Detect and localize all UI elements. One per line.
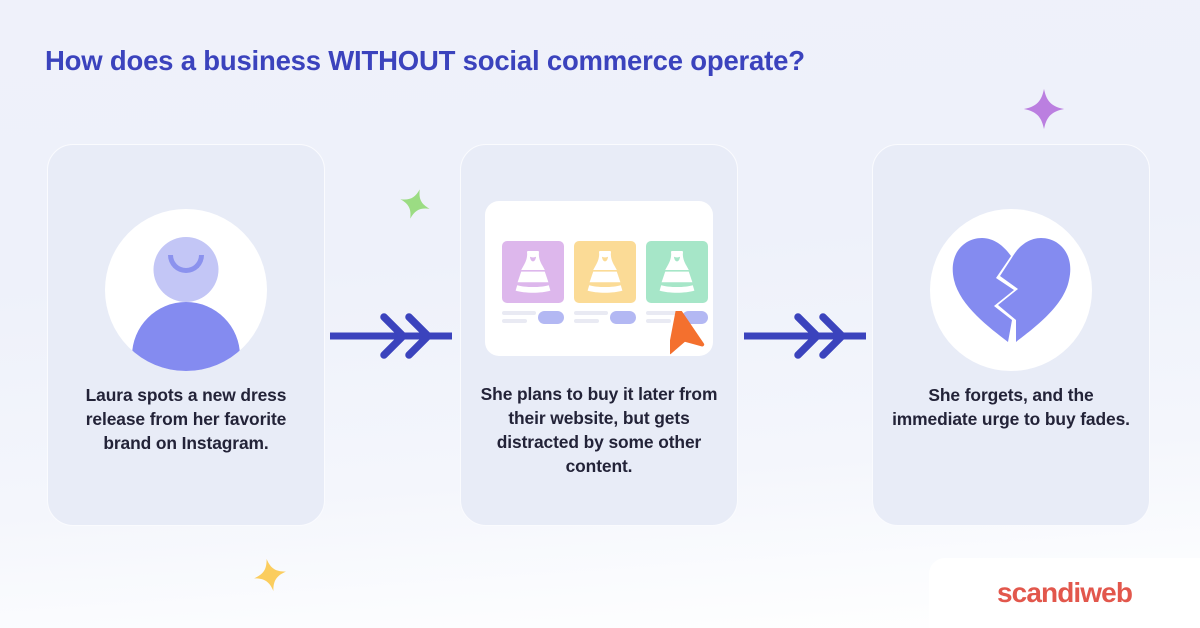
step-card-1: Laura spots a new dress release from her… <box>47 144 325 526</box>
product-buy-button[interactable] <box>538 311 564 324</box>
dress-icon <box>659 251 695 293</box>
step-caption: She plans to buy it later from their web… <box>480 384 718 477</box>
step-card-2: She plans to buy it later from their web… <box>460 144 738 526</box>
sparkle-icon <box>253 558 287 592</box>
product-item <box>646 241 708 324</box>
avatar-smile <box>168 255 204 273</box>
product-item <box>502 241 564 324</box>
user-avatar-icon <box>105 209 267 371</box>
product-thumbnail <box>574 241 636 303</box>
website-product-grid-icon <box>485 201 713 356</box>
step-caption: She forgets, and the immediate urge to b… <box>892 385 1130 430</box>
product-title-placeholder <box>502 311 536 315</box>
product-title-placeholder <box>574 311 608 315</box>
step-caption: Laura spots a new dress release from her… <box>85 385 287 454</box>
product-item <box>574 241 636 324</box>
sparkle-icon <box>1023 88 1065 130</box>
scandiweb-logo: scandiweb <box>996 577 1133 608</box>
product-thumbnail <box>646 241 708 303</box>
page-title: How does a business WITHOUT social comme… <box>45 45 805 76</box>
double-chevron-right-arrow-icon <box>744 313 866 359</box>
product-subtitle-placeholder <box>646 319 671 323</box>
product-tiles <box>502 241 708 324</box>
double-chevron-right-arrow-icon <box>330 313 452 359</box>
product-meta <box>646 310 708 324</box>
product-buy-button[interactable] <box>610 311 636 324</box>
product-subtitle-placeholder <box>502 319 527 323</box>
brand-logo-panel: scandiweb <box>929 558 1200 628</box>
dress-icon <box>587 251 623 293</box>
product-title-placeholder <box>646 311 680 315</box>
product-subtitle-placeholder <box>574 319 599 323</box>
product-thumbnail <box>502 241 564 303</box>
dress-icon <box>515 251 551 293</box>
avatar-body <box>132 302 240 371</box>
product-meta <box>574 310 636 324</box>
sparkle-icon <box>399 188 431 220</box>
cursor-arrow-icon <box>667 307 716 361</box>
step-card-3: She forgets, and the immediate urge to b… <box>872 144 1150 526</box>
product-meta <box>502 310 564 324</box>
broken-heart-icon <box>930 209 1092 371</box>
product-buy-button[interactable] <box>682 311 708 324</box>
